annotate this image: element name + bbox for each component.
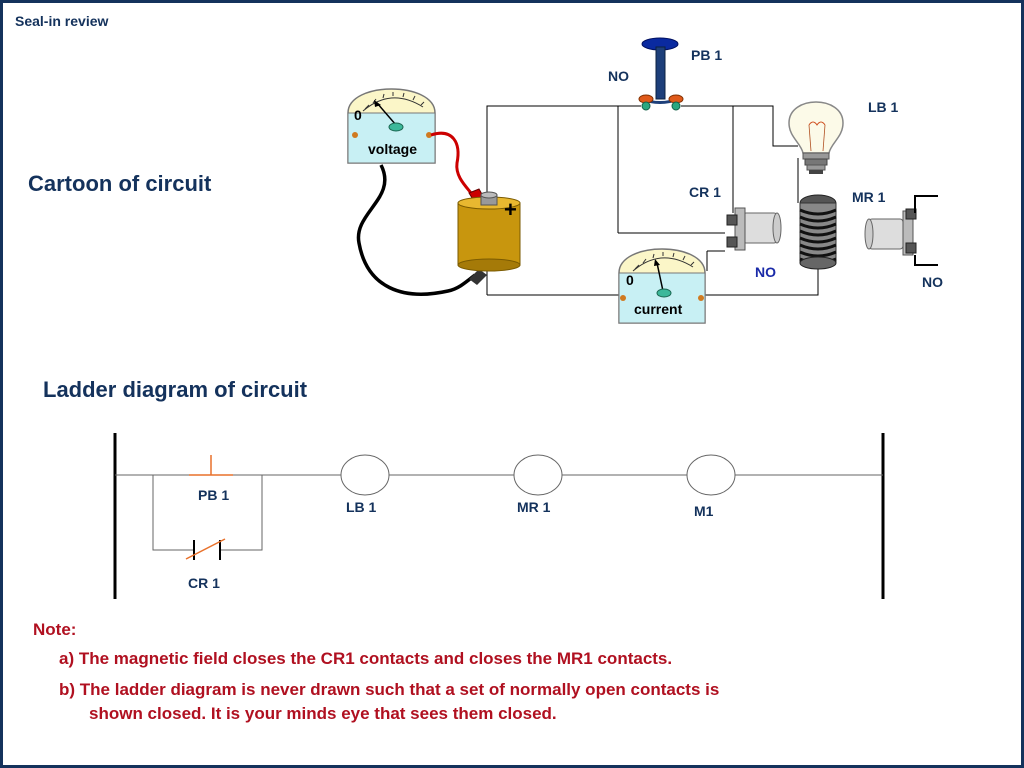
note-line-b1: b) The ladder diagram is never drawn suc…	[59, 680, 720, 699]
contactor-mr1	[864, 195, 938, 266]
contactor-cr1	[726, 207, 782, 251]
cr1-label: CR 1	[689, 184, 721, 200]
voltmeter-zero: 0	[354, 107, 362, 123]
cartoon-wiring	[486, 105, 819, 296]
pushbutton-pb1	[638, 37, 684, 111]
pb1-label: PB 1	[691, 47, 723, 63]
note-line-a: a) The magnetic field closes the CR1 con…	[59, 649, 673, 668]
red-test-lead	[430, 131, 477, 199]
ladder-cr1-label: CR 1	[188, 575, 220, 591]
ladder-seal-branch	[152, 475, 193, 551]
mr1-state: NO	[922, 274, 943, 290]
ladder-cr1-contact	[185, 538, 226, 560]
circuit-drawing	[113, 37, 938, 599]
note-line-b2: shown closed. It is your minds eye that …	[89, 704, 557, 723]
ladder-pb1-label: PB 1	[198, 487, 230, 503]
lb1-label: LB 1	[868, 99, 899, 115]
ladder-m1-label: M1	[694, 503, 714, 519]
ladder-mr1-label: MR 1	[517, 499, 551, 515]
mr1-label: MR 1	[852, 189, 886, 205]
ladder-heading: Ladder diagram of circuit	[43, 377, 308, 402]
ladder-m1-coil	[686, 454, 736, 496]
ladder-diagram	[113, 433, 885, 599]
voltmeter	[347, 88, 436, 164]
ammeter	[618, 248, 706, 324]
voltmeter-label: voltage	[368, 141, 418, 157]
ladder-lb1-coil	[340, 454, 390, 496]
black-probe	[469, 269, 487, 285]
ammeter-zero: 0	[626, 272, 634, 288]
ladder-pb1-contact	[189, 455, 233, 476]
cr1-state: NO	[755, 264, 776, 280]
ammeter-label: current	[634, 301, 683, 317]
slide-title: Seal-in review	[15, 13, 109, 29]
pb1-state: NO	[608, 68, 629, 84]
black-test-lead	[356, 164, 477, 296]
ladder-lb1-label: LB 1	[346, 499, 377, 515]
relay-coil	[797, 188, 837, 270]
lightbulb-lb1	[788, 101, 844, 174]
cartoon-heading: Cartoon of circuit	[28, 171, 212, 196]
battery-plus-sign: +	[504, 197, 517, 222]
battery	[457, 191, 521, 272]
note-title: Note:	[33, 620, 77, 639]
ladder-mr1-coil	[513, 454, 563, 496]
